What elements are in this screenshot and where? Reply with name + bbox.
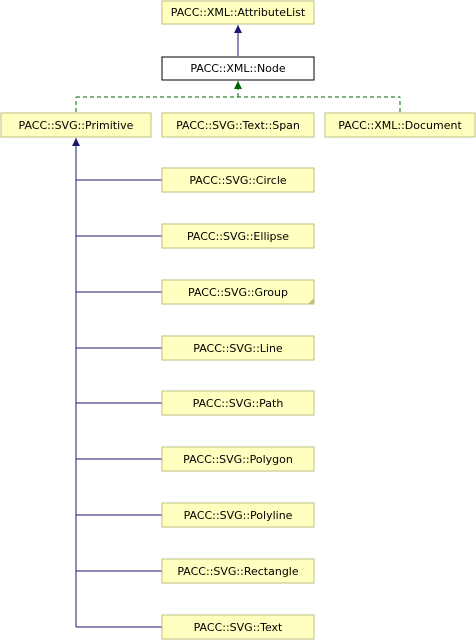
class-label: PACC::SVG::Group [188,286,288,299]
class-node-text-span[interactable]: PACC::SVG::Text::Span [161,112,315,138]
class-node-path[interactable]: PACC::SVG::Path [161,390,315,416]
class-node-document[interactable]: PACC::XML::Document [324,112,476,138]
class-label: PACC::SVG::Primitive [19,119,134,132]
class-node-node-current: PACC::XML::Node [161,56,315,81]
class-node-polyline[interactable]: PACC::SVG::Polyline [161,502,315,528]
class-node-attributelist[interactable]: PACC::XML::AttributeList [161,0,315,25]
class-label: PACC::SVG::Text::Span [176,119,300,132]
class-label: PACC::XML::Node [190,62,286,75]
inheritance-edges [72,25,401,628]
class-node-ellipse[interactable]: PACC::SVG::Ellipse [161,223,315,249]
class-label: PACC::SVG::Text [194,621,283,634]
protected-edges [75,81,401,112]
class-node-line[interactable]: PACC::SVG::Line [161,335,315,361]
class-node-circle[interactable]: PACC::SVG::Circle [161,167,315,193]
class-node-group[interactable]: PACC::SVG::Group [161,279,315,305]
primitive-subclass-edges [72,138,162,628]
class-node-polygon[interactable]: PACC::SVG::Polygon [161,446,315,472]
class-label: PACC::SVG::Polygon [183,453,293,466]
class-label: PACC::SVG::Line [193,342,283,355]
truncated-corner-icon [308,298,314,304]
class-node-text[interactable]: PACC::SVG::Text [161,614,315,640]
class-label: PACC::SVG::Ellipse [187,230,289,243]
class-node-rectangle[interactable]: PACC::SVG::Rectangle [161,558,315,584]
class-label: PACC::SVG::Polyline [184,509,293,522]
class-node-primitive[interactable]: PACC::SVG::Primitive [0,112,152,138]
class-label: PACC::SVG::Path [193,397,284,410]
class-label: PACC::XML::Document [338,119,462,132]
class-label: PACC::SVG::Rectangle [177,565,299,578]
class-label: PACC::XML::AttributeList [171,6,306,19]
class-label: PACC::SVG::Circle [189,174,287,187]
